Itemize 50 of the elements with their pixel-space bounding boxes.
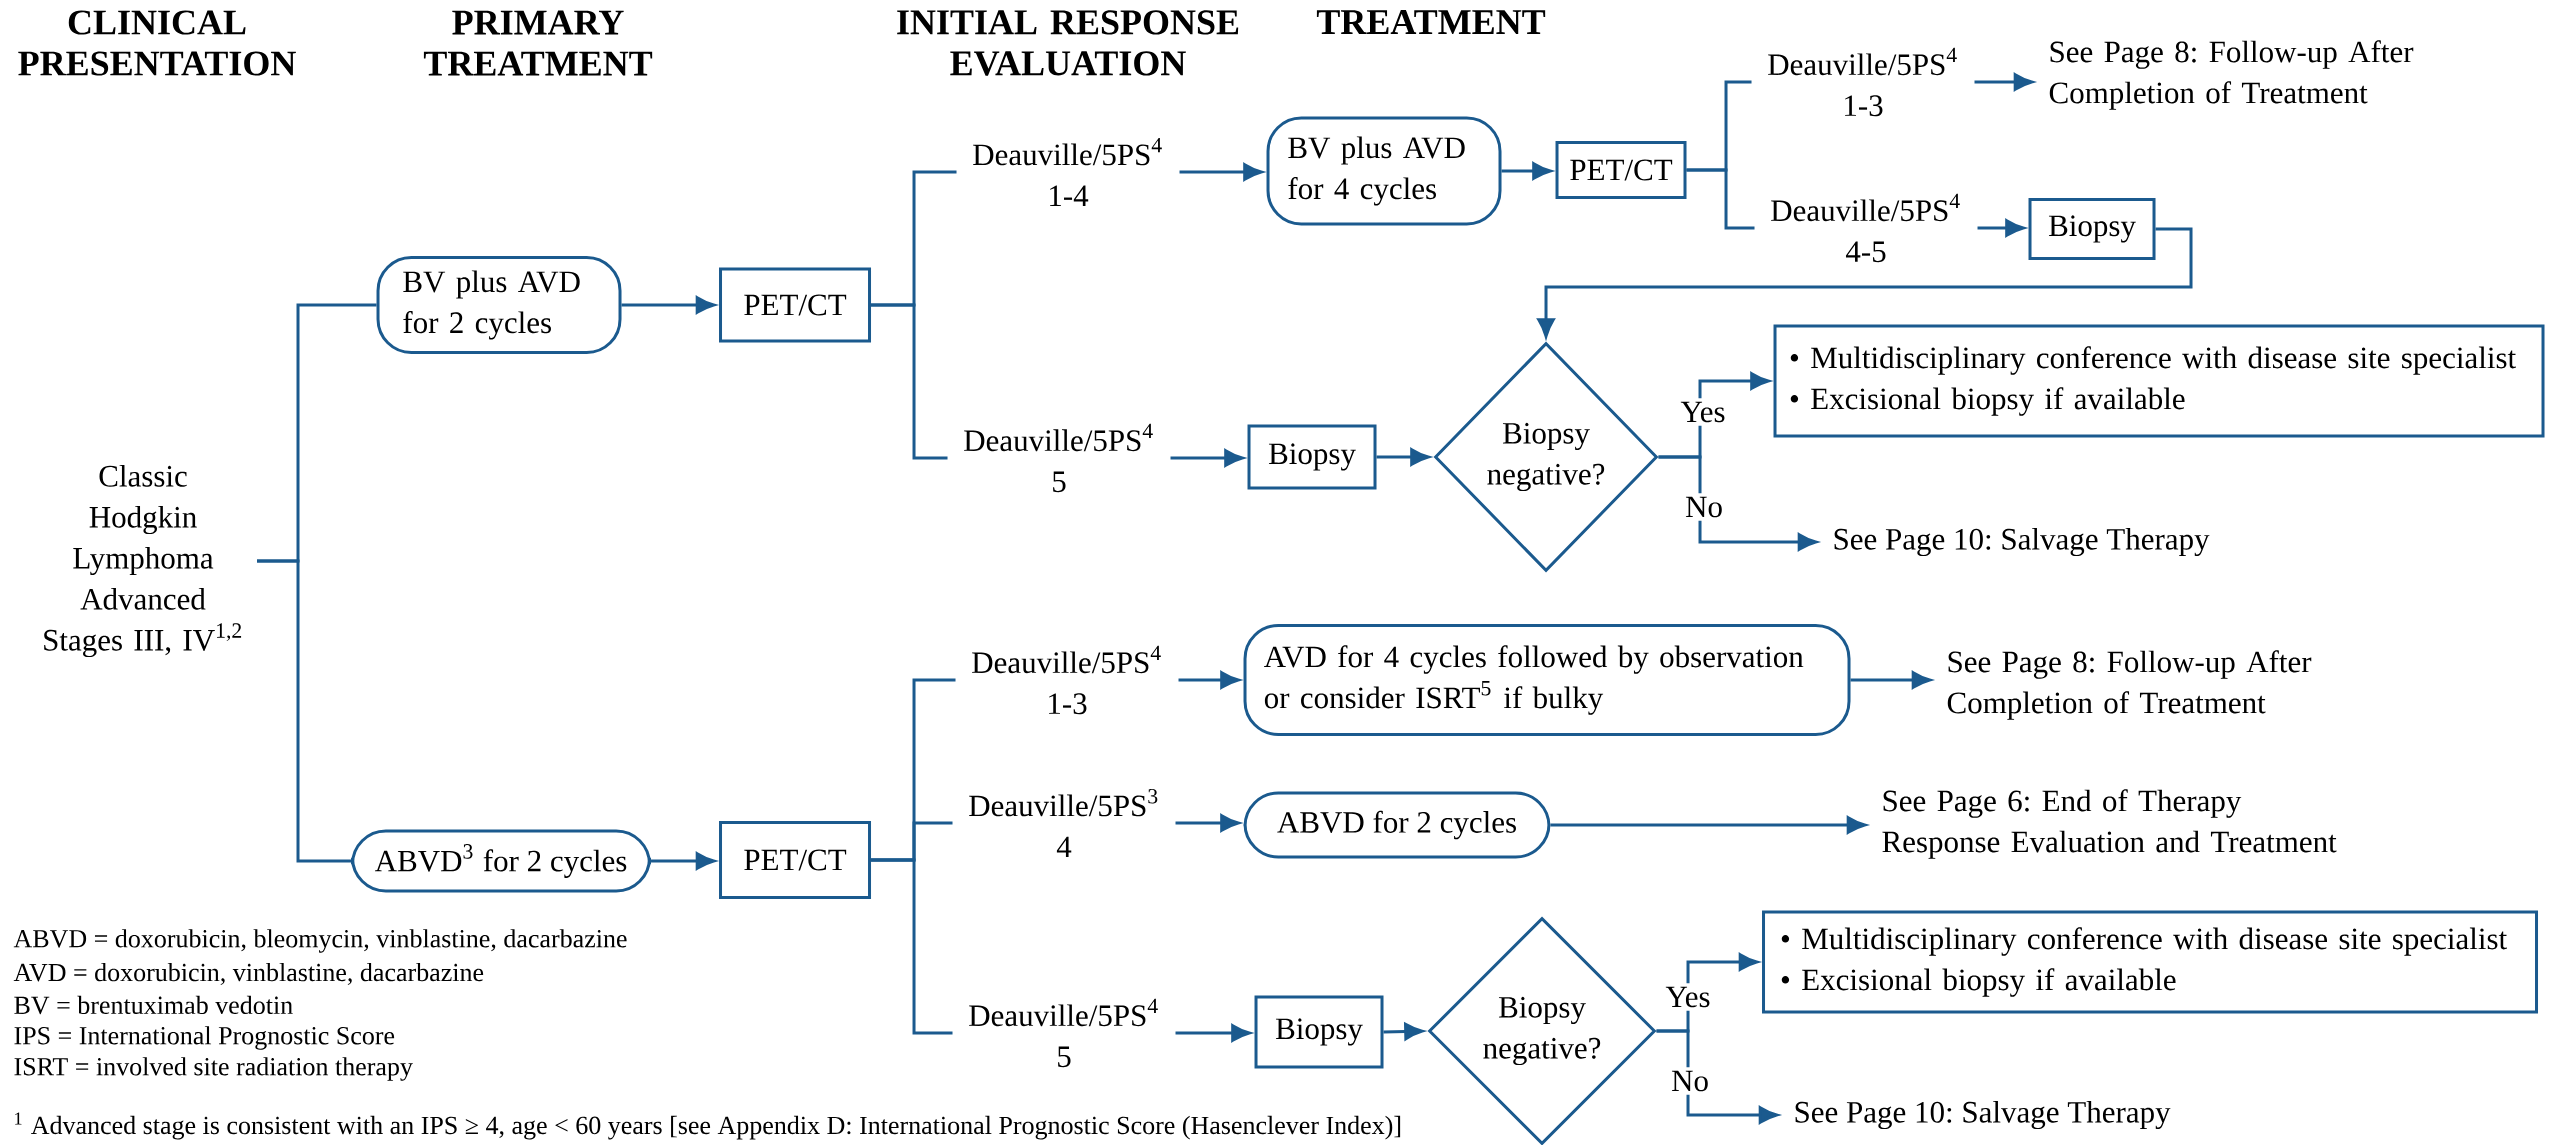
process-box: PET/CT <box>1555 141 1687 199</box>
arrow <box>1974 73 2034 91</box>
arrow <box>621 296 716 314</box>
outcome-text: Classic Hodgkin Lymphoma Advanced Stages III, IV$^{1,2}$ <box>44 464 242 658</box>
outcome-text: Deauville/5PS$^{3}$ 4 <box>969 788 1158 858</box>
treatment-box: BV plus AVD for 4 cycles <box>1266 116 1502 226</box>
abbreviation-note: IPS = International Prognostic Score <box>14 1026 395 1050</box>
arrow <box>1850 671 1932 689</box>
connector-line <box>871 858 953 1035</box>
treatment-box: AVD for 4 cycles followed by observation or consider ISRT$^{5}$ if bulky <box>1243 624 1851 736</box>
column-heading: PRIMARY TREATMENT <box>423 10 653 76</box>
footnote: $^{1}$ Advanced stage is consistent with an IPS ≥ 4, age < 60 years [see Appendix D: International Prognostic Score (Hasenclever Index)] <box>15 1112 1401 1140</box>
connector-line <box>871 303 948 460</box>
outcome-text: Deauville/5PS$^{4}$ 1-3 <box>972 645 1161 715</box>
process-box: Biopsy <box>2028 198 2156 260</box>
abbreviation-note: AVD = doxorubicin, vinblastine, dacarbazine <box>13 963 484 985</box>
process-box: Biopsy <box>1254 995 1384 1069</box>
process-box: Biopsy <box>1247 424 1377 490</box>
edge-label: Yes <box>1662 983 1714 1011</box>
treatment-box: ABVD for 2 cycles <box>1243 791 1551 859</box>
arrow <box>1658 455 1818 551</box>
outcome-text: Deauville/5PS$^{4}$ 5 <box>969 998 1158 1068</box>
outcome-text: See Page 10: Salvage Therapy <box>1834 527 2210 557</box>
process-box: PET/CT <box>719 267 871 343</box>
edge-label: No <box>1681 493 1727 521</box>
outcome-text: Deauville/5PS$^{4}$ 1-3 <box>1768 47 1957 117</box>
edge-label: No <box>1667 1067 1713 1095</box>
outcome-text: Deauville/5PS$^{4}$ 4-5 <box>1771 193 1960 263</box>
connector-line <box>1686 168 1755 230</box>
recommendation-box: • Multidisciplinary conference with disease site specialist • Excisional biopsy if available <box>1773 324 2545 438</box>
connector-line <box>257 559 351 863</box>
outcome-text: See Page 8: Follow-up After Completion of Treatment <box>1947 650 2312 720</box>
outcome-text: See Page 10: Salvage Therapy <box>1795 1100 2171 1130</box>
column-heading: CLINICAL PRESENTATION <box>18 10 296 76</box>
treatment-box: ABVD$^{3}$ for 2 cycles <box>351 829 651 893</box>
outcome-text: Deauville/5PS$^{4}$ 5 <box>964 423 1153 493</box>
edge-label: Yes <box>1677 398 1729 426</box>
arrow <box>1550 816 1867 834</box>
abbreviation-note: ABVD = doxorubicin, bleomycin, vinblastine, dacarbazine <box>13 929 627 953</box>
recommendation-box: • Multidisciplinary conference with disease site specialist • Excisional biopsy if available <box>1762 910 2538 1014</box>
outcome-text: Deauville/5PS$^{4}$ 1-4 <box>973 138 1162 206</box>
abbreviation-note: ISRT = involved site radiation therapy <box>14 1057 413 1081</box>
treatment-box: BV plus AVD for 2 cycles <box>376 256 622 354</box>
arrow <box>651 852 716 870</box>
process-box: PET/CT <box>719 821 871 899</box>
outcome-text: See Page 6: End of Therapy Response Evaluation and Treatment <box>1882 789 2337 859</box>
abbreviation-note: BV = brentuximab vedotin <box>14 995 293 1015</box>
column-heading: INITIAL RESPONSE EVALUATION <box>897 10 1239 76</box>
outcome-text: See Page 8: Follow-up After Completion of Treatment <box>2049 40 2414 110</box>
column-heading: TREATMENT <box>1316 10 1546 34</box>
